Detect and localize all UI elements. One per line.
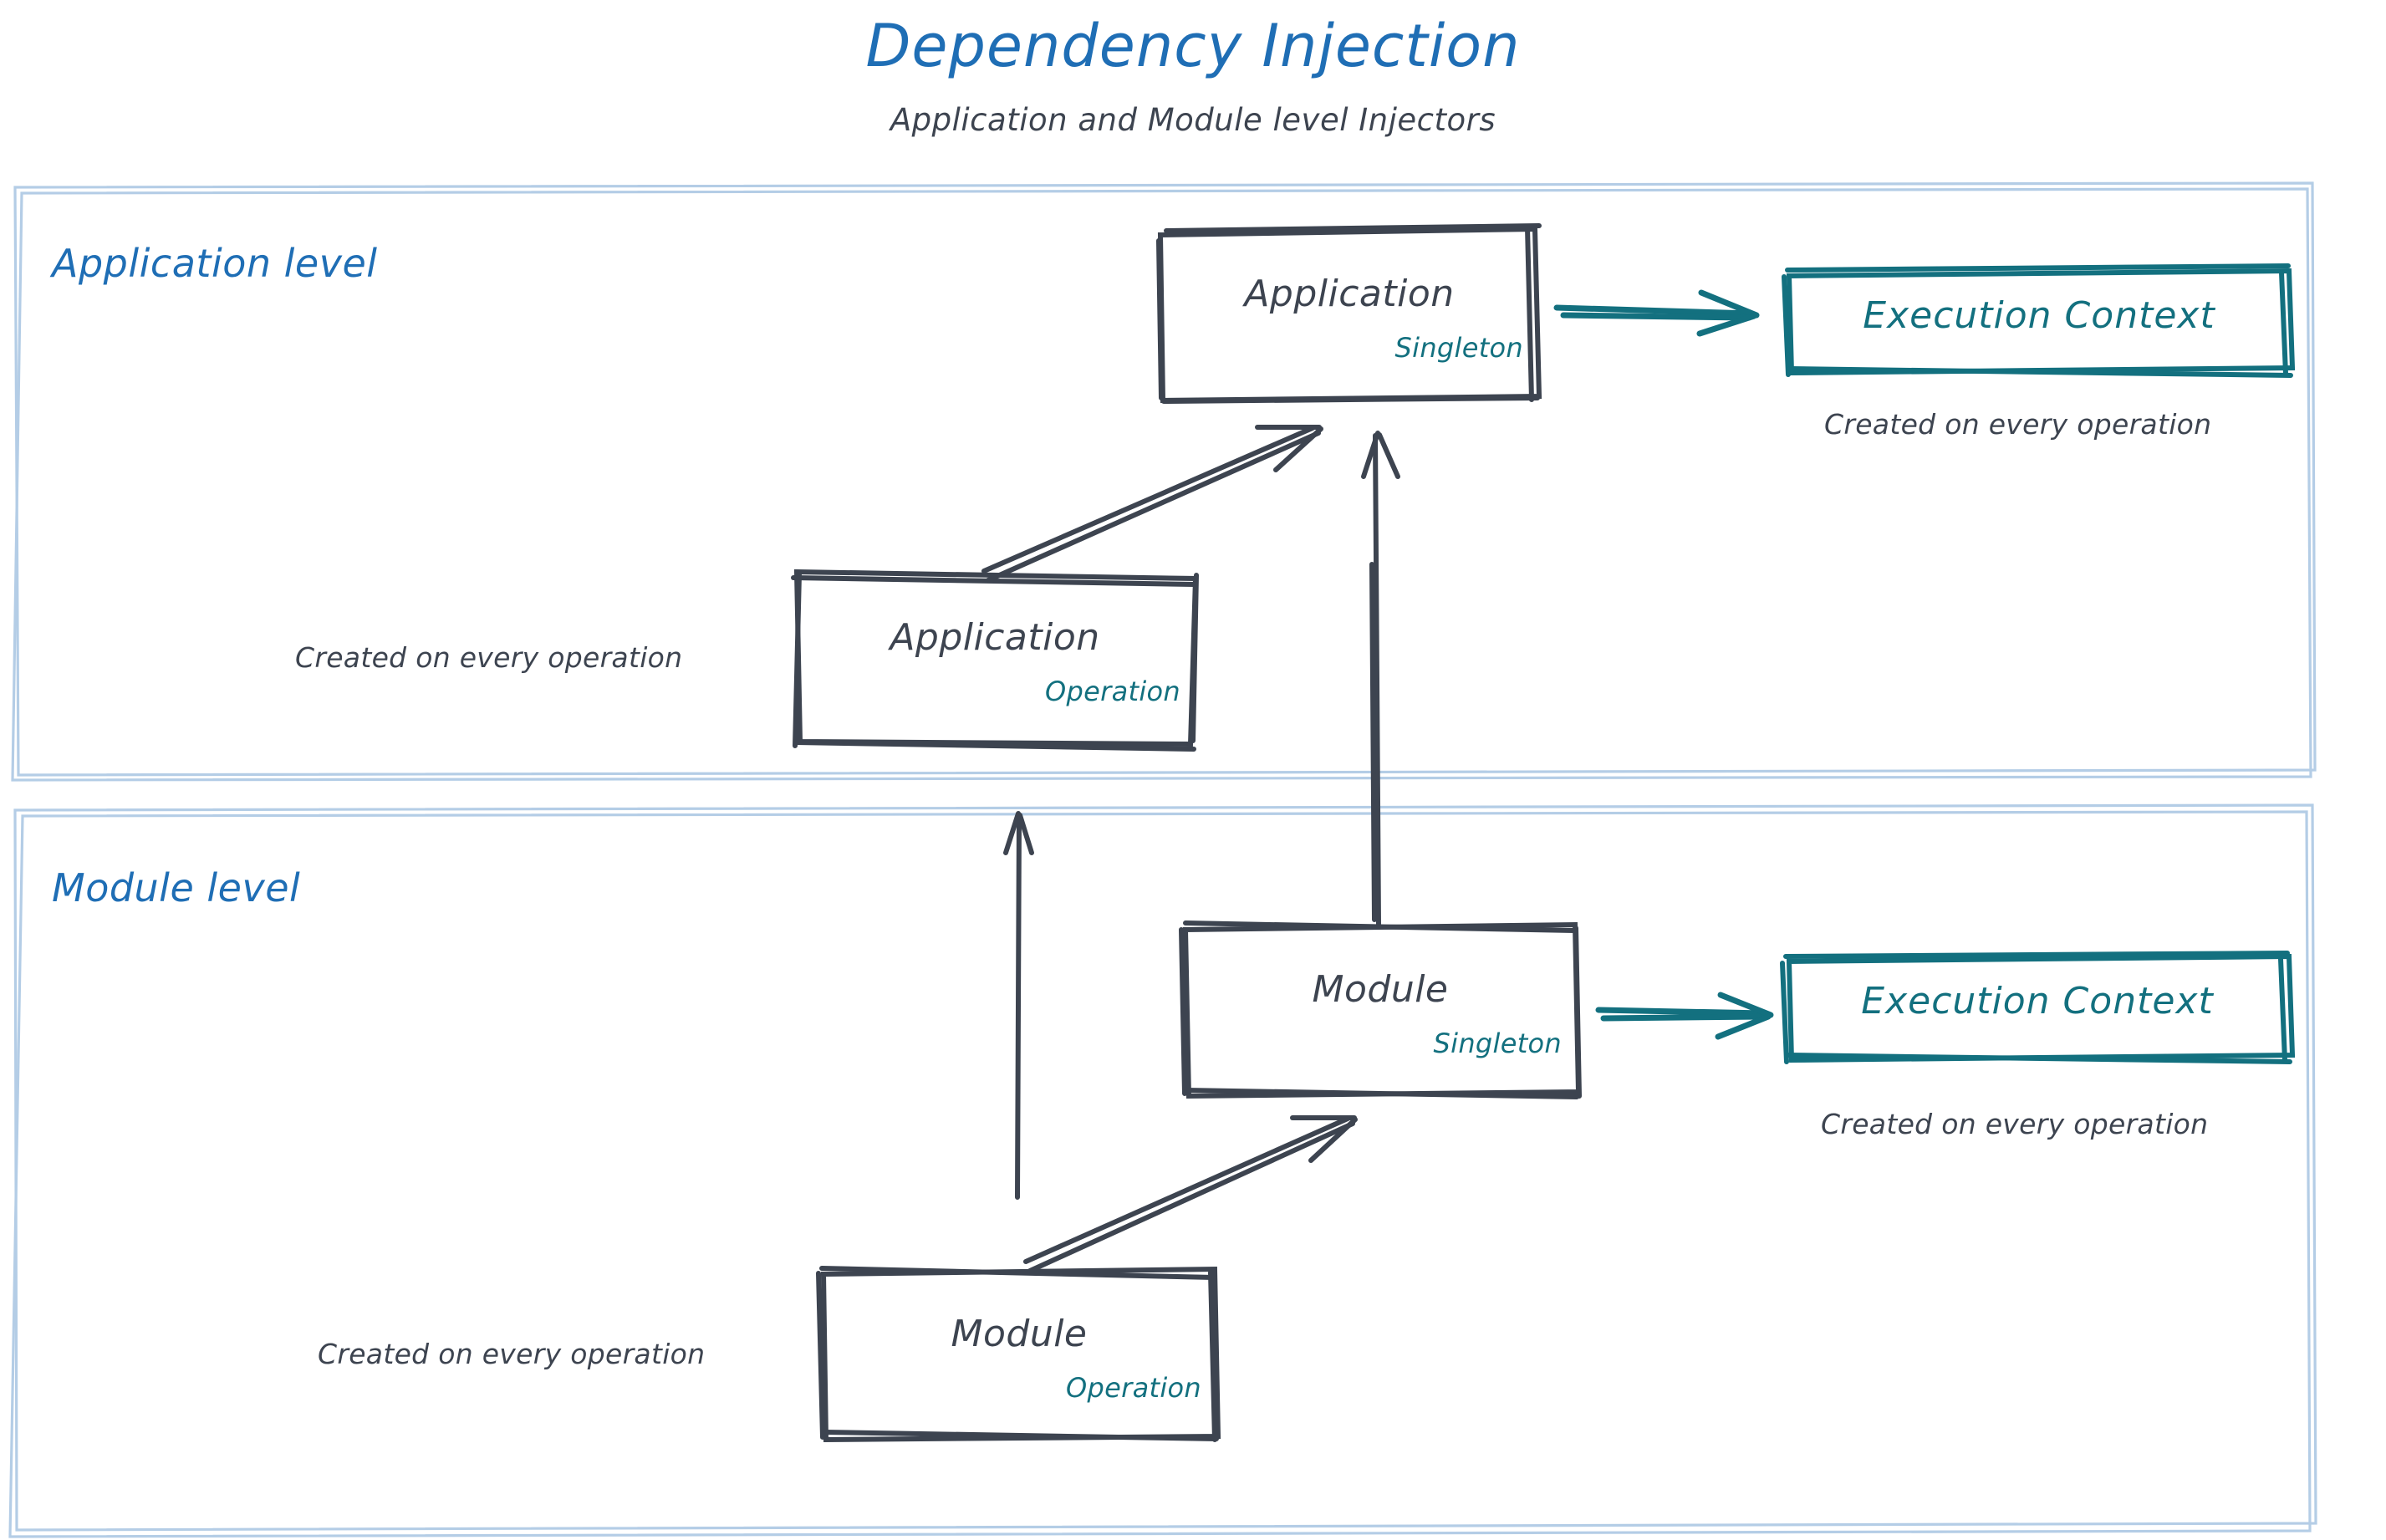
node-application-singleton-scope: Singleton	[1394, 332, 1523, 364]
arrow-module-operation-to-module-singleton	[1023, 1115, 1358, 1273]
arrow-module-operation-to-app-operation	[1003, 811, 1034, 1200]
node-application-singleton-title: Application	[1244, 273, 1455, 315]
arrow-app-operation-to-app-singleton	[981, 425, 1323, 583]
note-module-operation: Created on every operation	[318, 1338, 706, 1370]
node-execution-context-module-title: Execution Context	[1861, 980, 2214, 1022]
arrow-module-singleton-to-execution-context	[1595, 992, 1774, 1040]
note-execution-context-module: Created on every operation	[1821, 1108, 2209, 1140]
node-execution-context-app[interactable]: Execution Context	[1787, 271, 2291, 371]
lane-label-application-level: Application level	[52, 241, 378, 286]
arrow-app-singleton-to-execution-context	[1553, 289, 1760, 337]
note-execution-context-app: Created on every operation	[1824, 408, 2212, 441]
arrow-module-singleton-to-app-singleton	[1361, 431, 1400, 927]
note-application-operation: Created on every operation	[295, 641, 683, 674]
node-module-singleton-title: Module	[1312, 968, 1449, 1011]
node-application-singleton[interactable]: Application Singleton	[1160, 229, 1538, 400]
lane-label-module-level: Module level	[52, 865, 301, 910]
node-module-operation-scope: Operation	[1066, 1372, 1201, 1404]
node-application-operation[interactable]: Application Operation	[794, 574, 1196, 745]
node-application-operation-scope: Operation	[1045, 676, 1180, 707]
node-application-operation-title: Application	[890, 616, 1100, 659]
node-execution-context-module[interactable]: Execution Context	[1786, 956, 2289, 1057]
node-execution-context-app-title: Execution Context	[1863, 294, 2215, 337]
page-subtitle: Application and Module level Injectors	[890, 102, 1496, 138]
page-title: Dependency Injection	[865, 12, 1521, 80]
node-module-singleton-scope: Singleton	[1433, 1028, 1562, 1059]
node-module-operation-title: Module	[951, 1313, 1088, 1355]
node-module-operation[interactable]: Module Operation	[822, 1269, 1216, 1441]
node-module-singleton[interactable]: Module Singleton	[1184, 925, 1577, 1096]
